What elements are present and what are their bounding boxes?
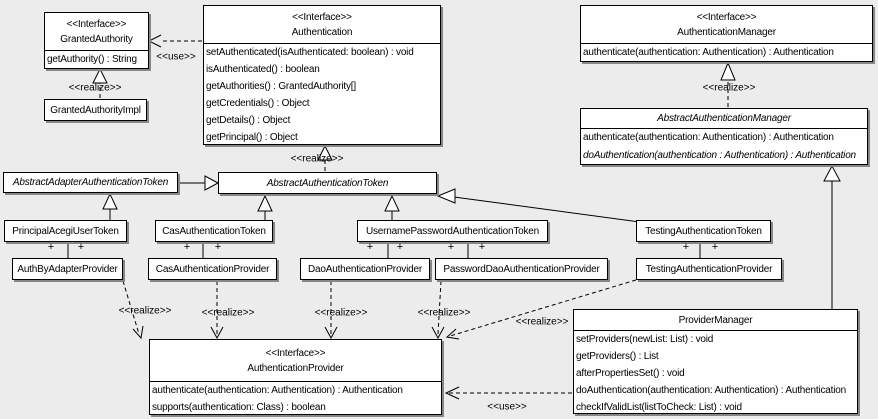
- class-name: AuthenticationManager: [677, 26, 776, 38]
- method: setProviders(newList: List) : void: [576, 334, 714, 345]
- method: getAuthorities() : GrantedAuthority[]: [206, 81, 356, 92]
- class-abstract-authentication-manager: AbstractAuthenticationManager authentica…: [580, 108, 868, 165]
- class-abstract-adapter-authentication-token: AbstractAdapterAuthenticationToken: [3, 172, 178, 193]
- method: getPrincipal() : Object: [206, 132, 298, 143]
- edge-label-realize-grantedauthorityimpl: <<realize>>: [68, 82, 122, 94]
- assoc-plus: +: [183, 241, 191, 253]
- class-name: CasAuthenticationProvider: [155, 263, 270, 275]
- class-name: CasAuthenticationToken: [162, 225, 266, 237]
- triangle-cas-token: [257, 194, 273, 212]
- method: checkIfValidList(listToCheck: List) : vo…: [576, 402, 742, 413]
- open-arrowhead-realize-passworddao: [431, 326, 445, 340]
- class-name: PasswordDaoAuthenticationProvider: [443, 263, 600, 275]
- class-name: AbstractAuthenticationToken: [266, 177, 389, 189]
- open-arrowhead-realize-daoprovider: [324, 326, 338, 340]
- assoc-plus: +: [396, 241, 404, 253]
- stereotype-label: <<Interface>>: [265, 347, 326, 359]
- stereotype-label: <<Interface>>: [66, 18, 127, 30]
- open-arrowhead-use-providermanager: [444, 386, 460, 400]
- method: getAuthority() : String: [47, 54, 137, 65]
- class-name: TestingAuthenticationToken: [645, 225, 762, 237]
- class-name: ProviderManager: [678, 314, 753, 326]
- class-name: Authentication: [291, 26, 353, 38]
- method: setAuthenticated(isAuthenticated: boolea…: [206, 47, 414, 58]
- triangle-testing-token: [436, 188, 456, 204]
- realize-line-testingprovider: [449, 279, 637, 337]
- class-authentication-manager: <<Interface>> AuthenticationManager auth…: [580, 5, 873, 62]
- class-authentication-provider: <<Interface>> AuthenticationProvider aut…: [149, 339, 442, 415]
- class-dao-authentication-provider: DaoAuthenticationProvider: [300, 258, 430, 280]
- method: doAuthentication(authentication : Authen…: [583, 150, 856, 161]
- class-granted-authority-impl: GrantedAuthorityImpl: [44, 99, 147, 121]
- dashed-lines: [99, 40, 729, 394]
- class-granted-authority: <<Interface>> GrantedAuthority getAuthor…: [44, 12, 149, 69]
- open-arrowhead-realize-testingprovider: [445, 328, 460, 340]
- method: getProviders() : List: [576, 351, 659, 362]
- method: doAuthentication(authentication: Authent…: [576, 385, 846, 396]
- generalization-line-testing-token: [453, 196, 641, 223]
- triangle-abstracttoken: [317, 144, 333, 161]
- method: authenticate(authentication: Authenticat…: [583, 132, 834, 143]
- edge-label-realize-abstracttoken: <<realize>>: [290, 153, 344, 165]
- method: authenticate(authentication: Authenticat…: [583, 47, 834, 58]
- assoc-plus: +: [214, 241, 222, 253]
- method: isAuthenticated() : boolean: [206, 64, 320, 75]
- class-name: AbstractAdapterAuthenticationToken: [12, 177, 169, 188]
- class-name: GrantedAuthority: [60, 33, 133, 45]
- edge-label-realize-abstractmanager: <<realize>>: [702, 82, 756, 94]
- class-username-password-authentication-token: UsernamePasswordAuthenticationToken: [357, 220, 548, 242]
- triangle-usernamepassword-token: [384, 194, 400, 212]
- class-principal-acegi-user-token: PrincipalAcegiUserToken: [4, 220, 127, 242]
- assoc-plus: +: [711, 241, 719, 253]
- stereotype-label: <<Interface>>: [696, 11, 757, 23]
- method: afterPropertiesSet() : void: [576, 368, 685, 379]
- assoc-plus: +: [366, 241, 374, 253]
- method: getCredentials() : Object: [206, 98, 310, 109]
- class-name: AuthByAdapterProvider: [17, 263, 118, 275]
- class-name: PrincipalAcegiUserToken: [12, 225, 119, 237]
- assoc-plus: +: [47, 241, 55, 253]
- triangle-abstractmanager: [720, 61, 736, 81]
- edge-label-realize-authbyadapter: <<realize>>: [118, 305, 172, 317]
- realize-line-passworddaoprovider: [437, 280, 442, 335]
- open-arrowhead-realize-casprovider: [210, 326, 224, 340]
- class-name: TestingAuthenticationProvider: [645, 263, 773, 275]
- assoc-plus: +: [478, 241, 486, 253]
- class-password-dao-authentication-provider: PasswordDaoAuthenticationProvider: [435, 258, 608, 280]
- method: authenticate(authentication: Authenticat…: [152, 385, 403, 396]
- stereotype-label: <<Interface>>: [292, 11, 352, 23]
- edge-label-use-providermanager: <<use>>: [487, 401, 527, 413]
- class-authentication: <<Interface>> Authentication setAuthenti…: [203, 5, 441, 145]
- triangle-principal-token: [102, 192, 118, 210]
- triangle-adapter-to-abstract-token: [204, 175, 220, 191]
- assoc-plus: +: [682, 241, 690, 253]
- class-name: DaoAuthenticationProvider: [308, 263, 422, 275]
- open-arrowhead-use-grantedauthority: [147, 34, 162, 48]
- class-testing-authentication-token: TestingAuthenticationToken: [636, 220, 771, 242]
- edge-label-realize-daoprovider: <<realize>>: [314, 307, 368, 319]
- edge-label-use-grantedauthority: <<use>>: [156, 51, 196, 63]
- class-auth-by-adapter-provider: AuthByAdapterProvider: [12, 258, 123, 280]
- edge-label-realize-testingprovider: <<realize>>: [515, 316, 569, 328]
- method: getDetails() : Object: [206, 115, 291, 126]
- assoc-plus: +: [77, 241, 85, 253]
- class-provider-manager: ProviderManager setProviders(newList: Li…: [573, 309, 858, 414]
- class-name: AbstractAuthenticationManager: [657, 113, 791, 124]
- class-testing-authentication-provider: TestingAuthenticationProvider: [636, 258, 782, 280]
- triangle-providermanager: [823, 164, 841, 182]
- edge-label-realize-passworddao: <<realize>>: [417, 307, 471, 319]
- assoc-plus: +: [447, 241, 455, 253]
- class-cas-authentication-token: CasAuthenticationToken: [155, 220, 273, 242]
- realize-line-authbyadapterprovider: [122, 280, 140, 335]
- triangle-grantedauthorityimpl: [92, 67, 108, 84]
- method: supports(authentication: Class) : boolea…: [152, 402, 326, 413]
- class-name: AuthenticationProvider: [247, 362, 344, 374]
- class-name: GrantedAuthorityImpl: [50, 104, 141, 116]
- class-abstract-authentication-token: AbstractAuthenticationToken: [218, 172, 437, 194]
- class-cas-authentication-provider: CasAuthenticationProvider: [148, 258, 277, 280]
- edge-label-realize-casprovider: <<realize>>: [201, 307, 255, 319]
- class-name: UsernamePasswordAuthenticationToken: [365, 225, 540, 237]
- open-arrowhead-realize-authbyadapter: [132, 325, 144, 340]
